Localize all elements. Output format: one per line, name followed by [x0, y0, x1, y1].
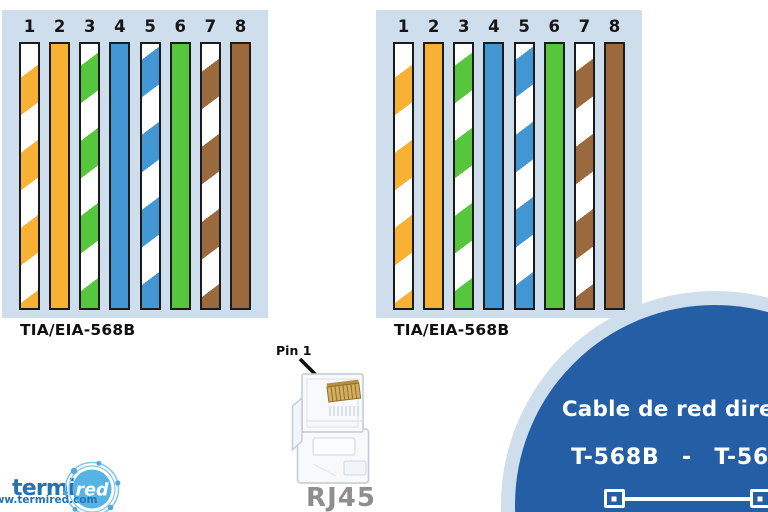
wire-band: [109, 42, 131, 310]
wire-band: [513, 42, 535, 310]
pin-number: 6: [174, 17, 186, 36]
badge-content: Cable de red directo T-568B - T-568B: [515, 397, 768, 508]
wire-8-brown: 8: [603, 14, 625, 310]
logo-circle-icon: red: [63, 461, 121, 512]
wire-8-brown: 8: [229, 14, 251, 310]
pin-number: 2: [427, 17, 440, 36]
wire-band: [453, 42, 475, 310]
badge-title: Cable de red directo: [561, 397, 768, 422]
wire-band: [573, 42, 595, 310]
wire-band: [393, 42, 414, 310]
pin-number: 6: [548, 17, 560, 36]
wire-4-blue: 4: [109, 14, 131, 310]
wire-5-white-blue: 5: [139, 14, 161, 310]
wire-4-blue: 4: [483, 14, 505, 310]
wire-2-orange: 2: [423, 14, 445, 310]
wire-band: [423, 42, 445, 310]
wire-2-orange: 2: [49, 14, 71, 310]
wire-band: [199, 42, 221, 310]
pin-number: 7: [204, 17, 217, 36]
wire-1-white-orange: 1: [393, 14, 414, 310]
pin-number: 3: [84, 17, 96, 36]
wire-band: [229, 42, 251, 310]
pin-number: 3: [458, 17, 470, 36]
pin-number: 4: [114, 17, 126, 36]
wire-7-white-brown: 7: [199, 14, 221, 310]
wire-band: [483, 42, 505, 310]
pin-number: 8: [608, 17, 621, 36]
wire-7-white-brown: 7: [573, 14, 595, 310]
straight-cable-icon: [603, 489, 768, 508]
rj45-connector-icon: [291, 373, 370, 484]
cable-type-badge: Cable de red directo T-568B - T-568B: [501, 291, 768, 512]
rj45-label: RJ45: [306, 483, 376, 512]
pin1-label: Pin 1: [276, 343, 312, 358]
wire-5-white-blue: 5: [513, 14, 535, 310]
cable-plug-right-icon: [749, 489, 768, 508]
cable-plug-left-icon: [603, 489, 625, 508]
wire-6-green: 6: [169, 14, 191, 310]
pin-number: 1: [397, 17, 410, 36]
wire-3-white-green: 3: [453, 14, 475, 310]
wire-3-white-green: 3: [79, 14, 101, 310]
wire-band: [543, 42, 565, 310]
standard-label-left: TIA/EIA-568B: [20, 321, 136, 339]
standard-label-right: TIA/EIA-568B: [394, 321, 510, 339]
cable-cord-icon: [624, 496, 750, 501]
pin-number: 8: [234, 17, 247, 36]
wire-band: [139, 42, 161, 310]
pin-number: 5: [518, 17, 530, 36]
wire-band: [49, 42, 71, 310]
logo-url: www.termired.com: [0, 494, 98, 506]
logo-badge-text: red: [75, 481, 108, 501]
wire-band: [603, 42, 625, 310]
pin-number: 7: [578, 17, 591, 36]
wire-1-white-orange: 1: [19, 14, 40, 310]
wire-band: [19, 42, 40, 310]
pin-number: 4: [488, 17, 500, 36]
pin-number: 5: [144, 17, 156, 36]
pin-number: 2: [53, 17, 66, 36]
badge-standards: T-568B - T-568B: [571, 445, 768, 470]
wire-band: [79, 42, 101, 310]
pin-number: 1: [23, 17, 36, 36]
wire-band: [169, 42, 191, 310]
wire-6-green: 6: [543, 14, 565, 310]
